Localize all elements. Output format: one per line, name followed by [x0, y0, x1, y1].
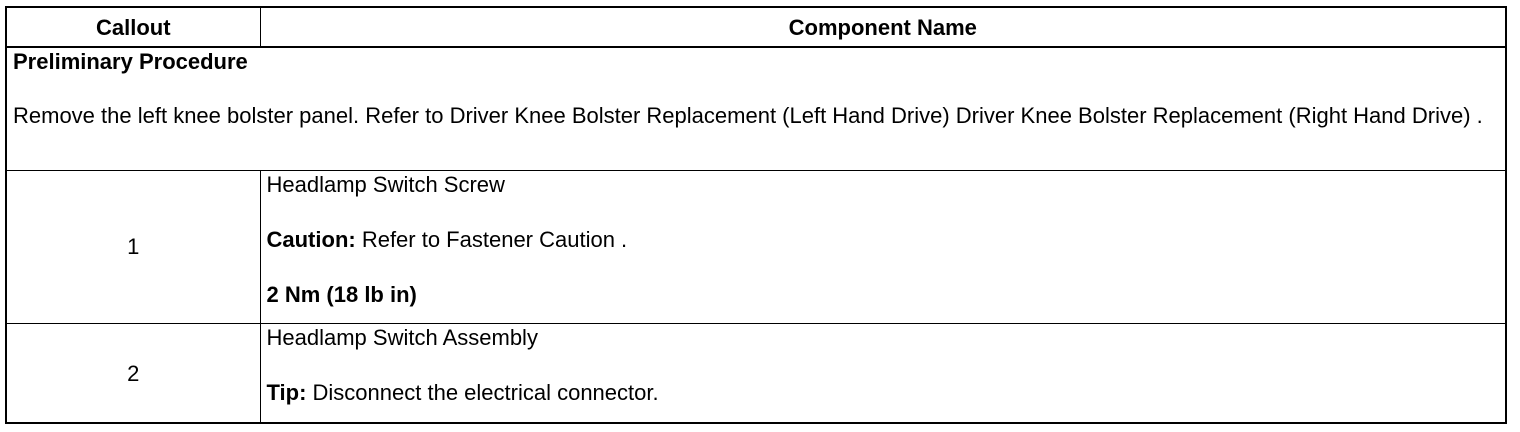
table-row: 2 Headlamp Switch Assembly Tip: Disconne…	[5, 323, 1507, 424]
callout-number: 1	[5, 169, 261, 325]
header-callout: Callout	[5, 6, 261, 48]
callout-number: 2	[5, 323, 261, 424]
component-name: Headlamp Switch Screw	[266, 171, 505, 197]
header-row: Callout Component Name	[5, 6, 1507, 48]
procedure-table: Callout Component Name Preliminary Proce…	[5, 6, 1507, 424]
preliminary-cell: Preliminary Procedure Remove the left kn…	[5, 46, 1507, 171]
table-row: 1 Headlamp Switch Screw Caution: Refer t…	[5, 169, 1507, 325]
caution-text: Refer to Fastener Caution .	[355, 226, 628, 252]
caution-label: Caution:	[266, 226, 356, 252]
tip-note: Tip: Disconnect the electrical connector…	[267, 379, 1500, 406]
tip-label: Tip:	[266, 380, 307, 406]
preliminary-title: Preliminary Procedure	[13, 49, 248, 74]
preliminary-text: Remove the left knee bolster panel. Refe…	[13, 103, 1483, 128]
tip-text: Disconnect the electrical connector.	[306, 380, 659, 406]
caution-note: Caution: Refer to Fastener Caution .	[267, 226, 1500, 253]
preliminary-row: Preliminary Procedure Remove the left kn…	[5, 46, 1507, 171]
torque-spec: 2 Nm (18 lb in)	[266, 281, 417, 307]
component-name: Headlamp Switch Assembly	[266, 325, 538, 351]
component-cell: Headlamp Switch Screw Caution: Refer to …	[259, 169, 1507, 325]
component-cell: Headlamp Switch Assembly Tip: Disconnect…	[259, 323, 1507, 424]
header-component-name: Component Name	[259, 6, 1507, 48]
